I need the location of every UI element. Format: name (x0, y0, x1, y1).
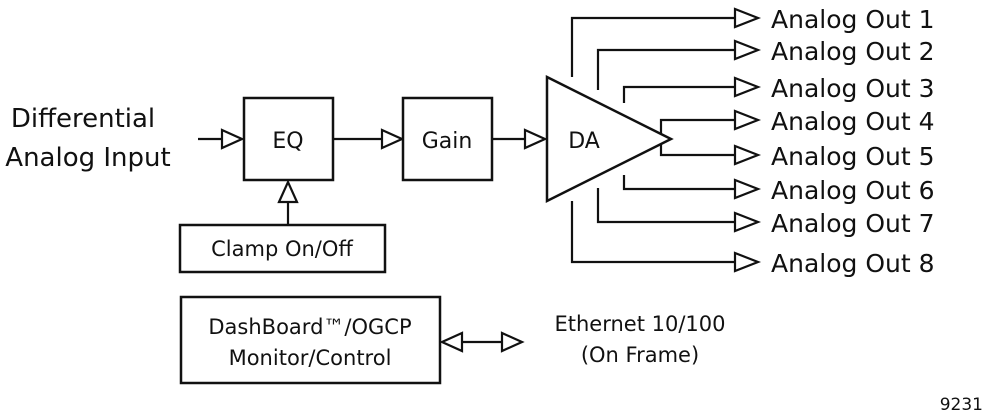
gain-label: Gain (422, 129, 473, 154)
eq-label: EQ (272, 129, 303, 154)
monitor-label-line-2: Monitor/Control (229, 346, 392, 370)
output-wire-8 (570, 201, 735, 264)
output-label-3: Analog Out 3 (771, 74, 935, 103)
clamp-block (178, 223, 387, 274)
monitor-control-block (179, 295, 442, 385)
da-amplifier-triangle (545, 74, 674, 204)
output-wire-1 (570, 16, 735, 77)
output-wire-7 (596, 188, 735, 224)
figure-number: 9231 (940, 395, 983, 415)
output-wire-3 (622, 85, 735, 103)
output-arrow-8-icon (733, 251, 762, 273)
output-label-1: Analog Out 1 (771, 5, 935, 34)
da-label: DA (568, 129, 600, 154)
output-label-6: Analog Out 6 (771, 176, 935, 205)
output-wire-4 (659, 118, 735, 134)
eq-to-gain-arrow-icon (380, 128, 405, 150)
output-wire-6 (622, 175, 735, 191)
output-arrow-6-icon (733, 178, 762, 200)
ethernet-link-left-arrow-icon (439, 331, 464, 353)
output-wire-2 (596, 48, 735, 90)
output-arrow-2-icon (733, 39, 762, 61)
output-arrow-7-icon (733, 211, 762, 233)
ethernet-link-right-arrow-icon (500, 331, 525, 353)
clamp-to-eq-arrow-icon (277, 179, 299, 204)
output-label-4: Analog Out 4 (771, 107, 935, 136)
ethernet-label-line-2: (On Frame) (581, 343, 699, 367)
ethernet-label-line-1: Ethernet 10/100 (554, 312, 725, 336)
output-label-7: Analog Out 7 (771, 209, 935, 238)
output-arrow-3-icon (733, 76, 762, 98)
gain-to-da-arrow-icon (523, 128, 548, 150)
input-arrow-icon (220, 128, 245, 150)
output-wire-5 (659, 144, 735, 157)
clamp-label: Clamp On/Off (211, 237, 353, 261)
input-label-line-1: Differential (11, 104, 155, 134)
output-label-8: Analog Out 8 (771, 249, 935, 278)
input-label-line-2: Analog Input (5, 143, 170, 173)
output-label-5: Analog Out 5 (771, 142, 935, 171)
output-arrow-4-icon (733, 109, 762, 131)
monitor-label-line-1: DashBoard™/OGCP (208, 315, 411, 339)
output-arrow-5-icon (733, 144, 762, 166)
output-label-2: Analog Out 2 (771, 37, 935, 66)
output-arrow-1-icon (733, 7, 762, 29)
